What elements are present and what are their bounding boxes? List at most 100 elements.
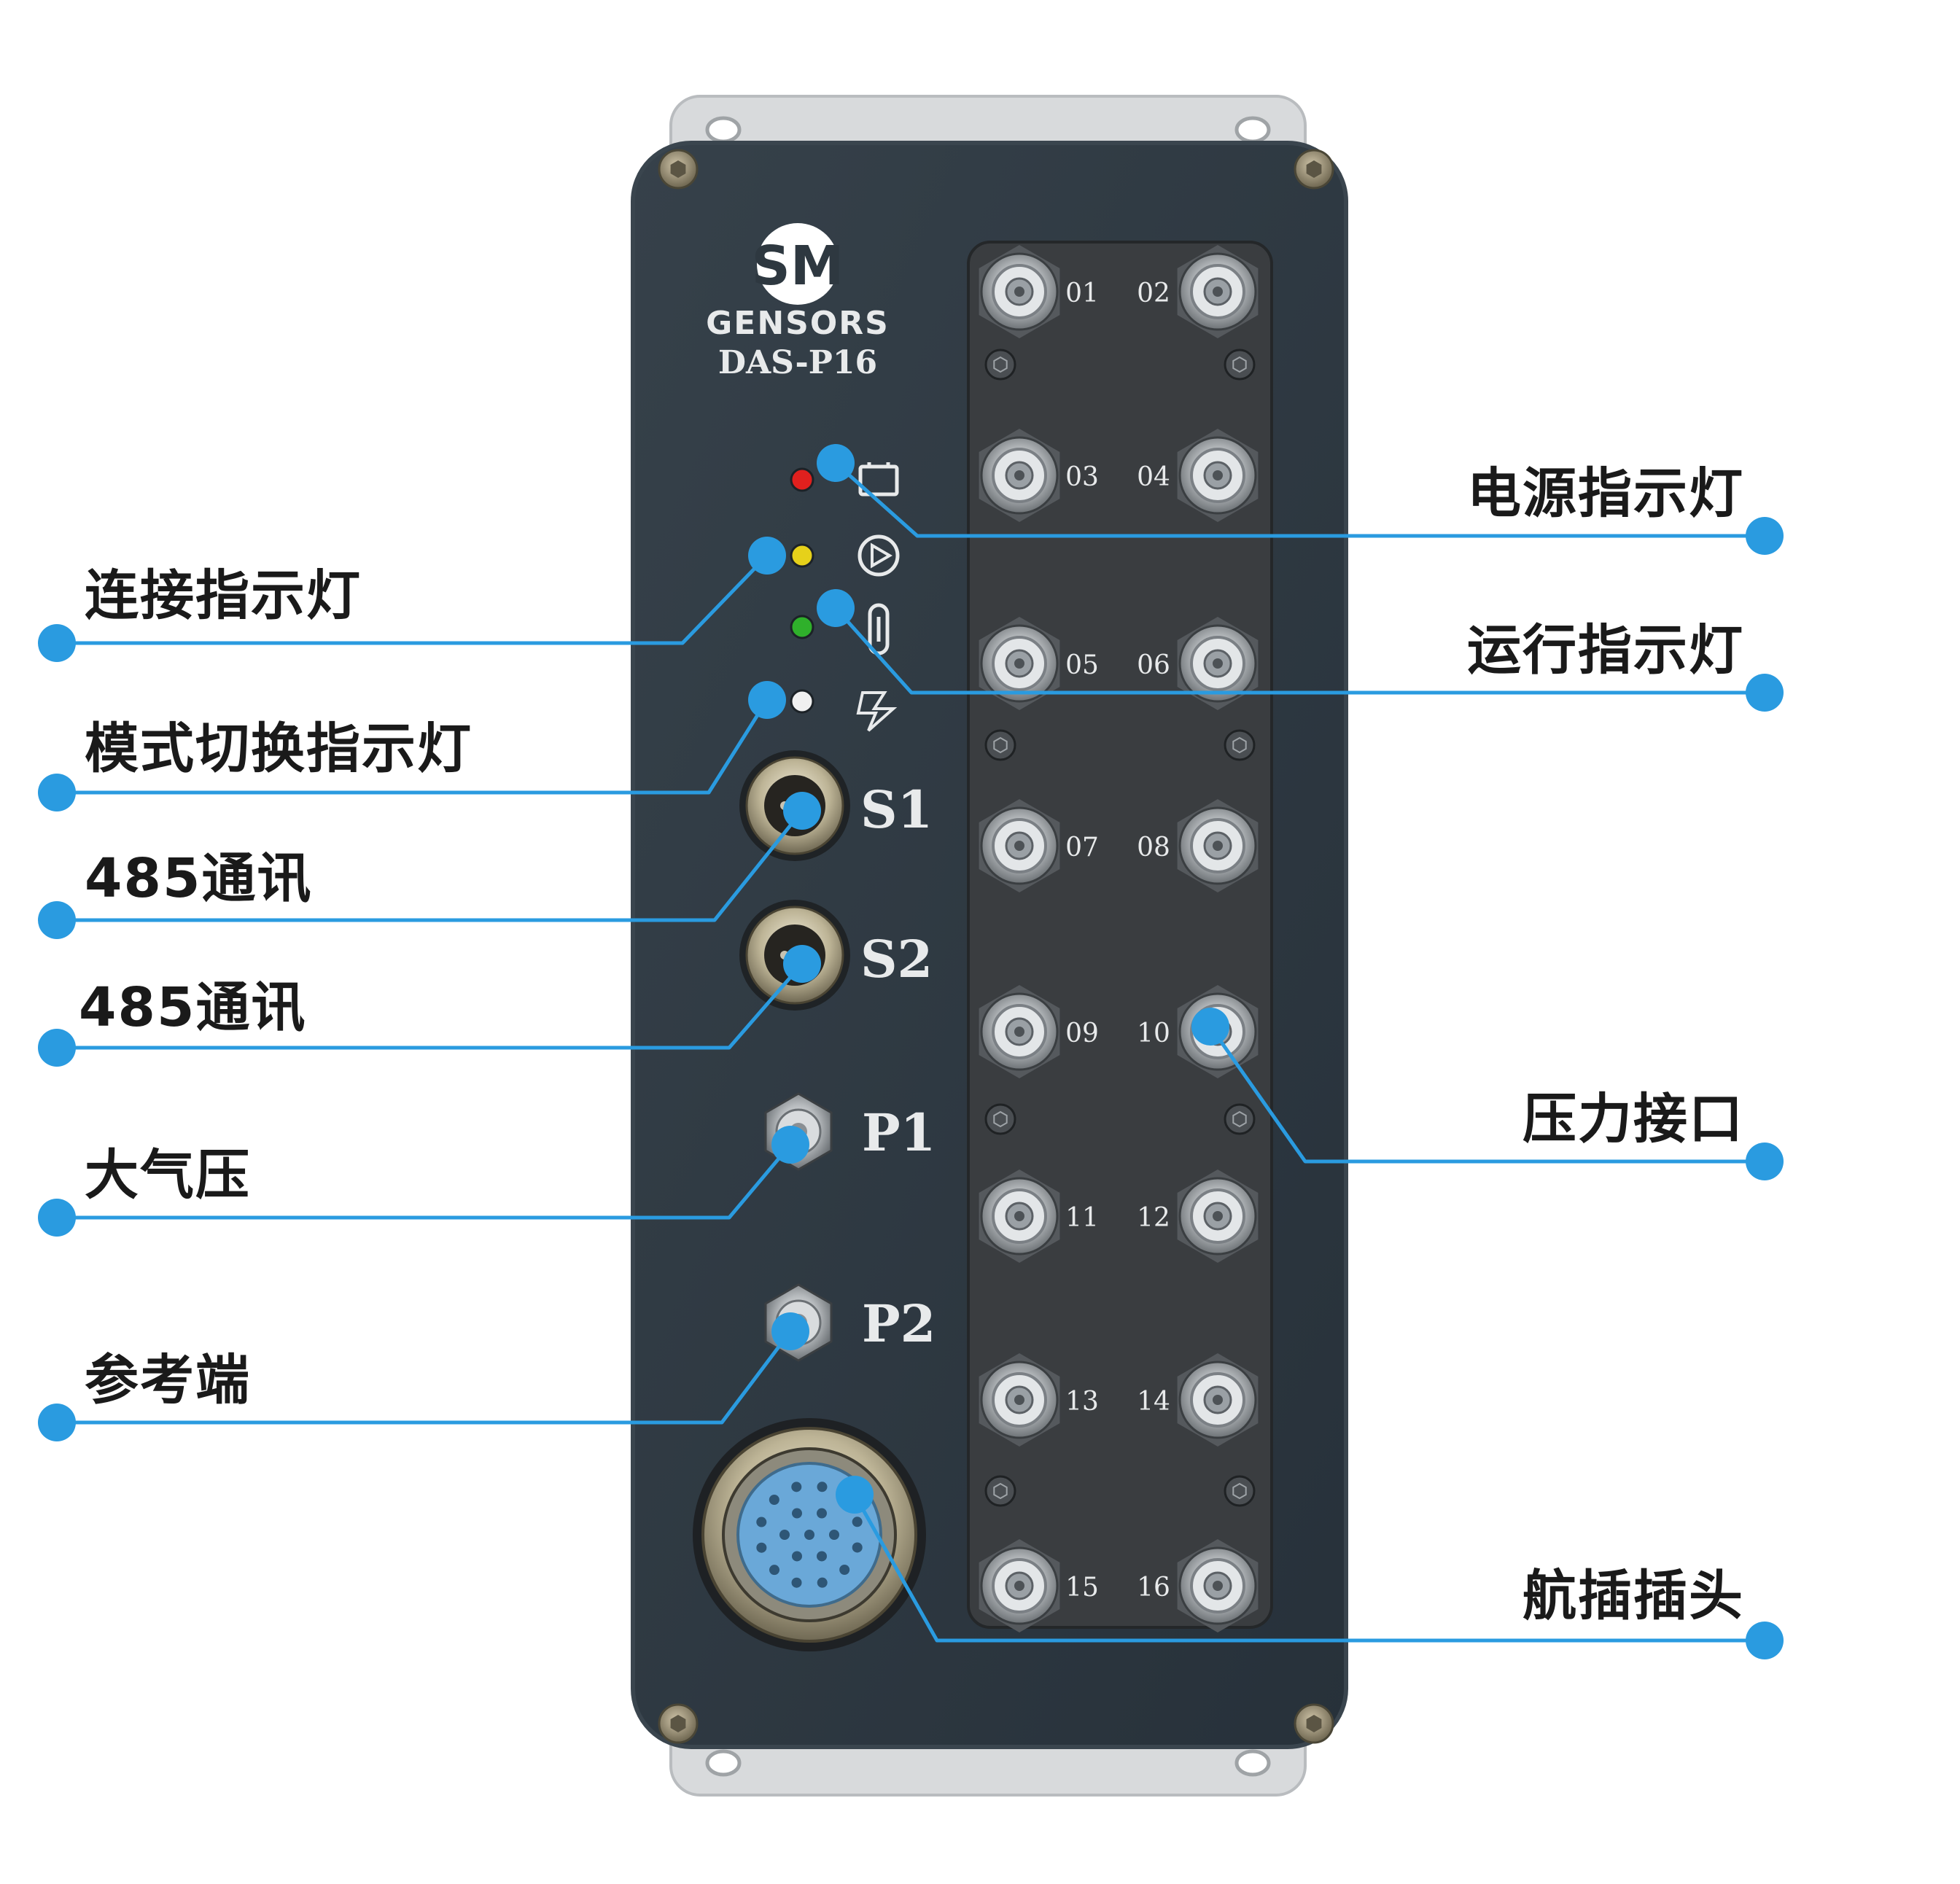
pneumatic-label: P1: [862, 1102, 936, 1163]
mode-switch-led: [790, 689, 814, 714]
pneumatic-label: P2: [862, 1293, 936, 1354]
model-name: DAS-P16: [718, 344, 877, 381]
serial-label: S1: [860, 779, 933, 840]
plug-pin: [791, 1577, 802, 1588]
plug-pin: [817, 1577, 828, 1588]
power-led-label: 电源指示灯: [1467, 462, 1744, 525]
panel-screw: [984, 349, 1016, 381]
pressure-port-number: 03: [1065, 462, 1099, 492]
pressure-port-number: 01: [1065, 279, 1099, 308]
reference-port-label: 参考端: [85, 1349, 251, 1412]
plug-pin: [817, 1508, 827, 1519]
plug-pin: [792, 1551, 802, 1562]
pressure-port-panel: [967, 241, 1273, 1629]
run-led-label: 运行指示灯: [1467, 619, 1744, 682]
reference-port-leader: [57, 1330, 792, 1425]
pressure-port-number: 14: [1137, 1387, 1170, 1417]
atmospheric-pressure-endpoint-dot: [38, 1199, 76, 1237]
plug-pin: [852, 1542, 863, 1553]
plug-pin: [817, 1551, 827, 1562]
link-icon: [868, 603, 890, 655]
mode-switch-led-label: 模式切换指示灯: [85, 717, 472, 780]
atmospheric-pressure-target-dot: [771, 1126, 809, 1164]
aviation-plug-connector: [693, 1418, 926, 1651]
rs485-s2-label: 485通讯: [79, 976, 307, 1039]
pressure-port-number: 04: [1137, 462, 1170, 492]
lightning-icon: [856, 691, 898, 732]
plug-pin: [804, 1530, 814, 1540]
plug-pin: [791, 1482, 802, 1492]
pressure-fitting: [1177, 1539, 1259, 1632]
mode-switch-led-endpoint-dot: [38, 774, 76, 811]
connection-led-label: 连接指示灯: [85, 564, 362, 627]
screw-socket: [1306, 1715, 1322, 1732]
pressure-port-number: 12: [1137, 1203, 1170, 1233]
plug-pin: [817, 1482, 828, 1492]
pressure-port-number: 05: [1065, 650, 1099, 680]
pressure-fitting: [979, 245, 1060, 338]
pressure-port-number: 10: [1137, 1019, 1170, 1048]
plug-pin: [769, 1565, 780, 1576]
pressure-port-leader: [1208, 1025, 1765, 1164]
run-led-endpoint-dot: [1746, 674, 1784, 712]
mode-switch-led-leader: [57, 698, 769, 795]
pressure-fitting: [979, 1353, 1060, 1447]
screw-socket: [670, 160, 686, 178]
brand-name: GENSORS: [706, 305, 890, 342]
plug-pin: [756, 1517, 767, 1527]
pressure-port-number: 06: [1137, 650, 1170, 680]
power-led-leader: [834, 462, 1765, 538]
serial-label: S2: [860, 929, 933, 989]
aviation-plug-label: 航插插头: [1522, 1565, 1744, 1627]
pressure-port-number: 07: [1065, 833, 1099, 863]
panel-screw: [1224, 729, 1256, 761]
plug-pin: [839, 1564, 850, 1575]
aviation-plug-endpoint-dot: [1746, 1622, 1784, 1659]
connection-led-leader: [57, 554, 769, 645]
panel-screw: [984, 729, 1016, 761]
connection-led-endpoint-dot: [38, 624, 76, 662]
rs485-s1-target-dot: [783, 792, 821, 830]
atmospheric-pressure-leader: [57, 1143, 792, 1220]
pressure-fitting: [979, 985, 1060, 1078]
bracket-hole: [1234, 116, 1271, 144]
bracket-hole: [705, 1749, 742, 1777]
reference-port-endpoint-dot: [38, 1404, 76, 1441]
rs485-s1-label: 485通讯: [85, 847, 313, 910]
screw-socket: [670, 1715, 686, 1732]
bracket-hole: [705, 116, 742, 144]
pressure-port-number: 09: [1065, 1019, 1099, 1048]
pressure-port-number: 15: [1065, 1573, 1099, 1603]
screw-socket: [1306, 160, 1322, 178]
pressure-port-number: 16: [1137, 1573, 1170, 1603]
panel-screw: [1224, 1103, 1256, 1135]
pressure-fitting: [1177, 1169, 1259, 1263]
panel-screw: [984, 1475, 1016, 1507]
connection-led-target-dot: [748, 537, 786, 575]
rs485-s1-leader: [57, 809, 804, 922]
battery-icon: [858, 462, 899, 497]
panel-screw: [984, 1103, 1016, 1135]
rs485-s2-target-dot: [783, 945, 821, 983]
pressure-port-number: 02: [1137, 279, 1170, 308]
atmospheric-pressure-label: 大气压: [85, 1144, 251, 1207]
pressure-port-number: 13: [1065, 1387, 1099, 1417]
pressure-fitting: [979, 429, 1060, 522]
connection-led: [790, 543, 814, 568]
run-led: [790, 615, 814, 639]
pressure-fitting: [1177, 429, 1259, 522]
rs485-s2-endpoint-dot: [38, 1029, 76, 1067]
pressure-fitting: [1177, 1353, 1259, 1447]
plug-pin: [756, 1542, 767, 1553]
pressure-fitting: [1177, 245, 1259, 338]
pressure-fitting: [1177, 617, 1259, 710]
play-icon: [858, 534, 900, 577]
pressure-fitting: [979, 1169, 1060, 1263]
mode-switch-led-target-dot: [748, 681, 786, 719]
pressure-port-label: 压力接口: [1522, 1088, 1744, 1151]
pressure-port-target-dot: [1191, 1008, 1229, 1046]
pressure-fitting: [979, 799, 1060, 892]
pressure-fitting: [1177, 799, 1259, 892]
